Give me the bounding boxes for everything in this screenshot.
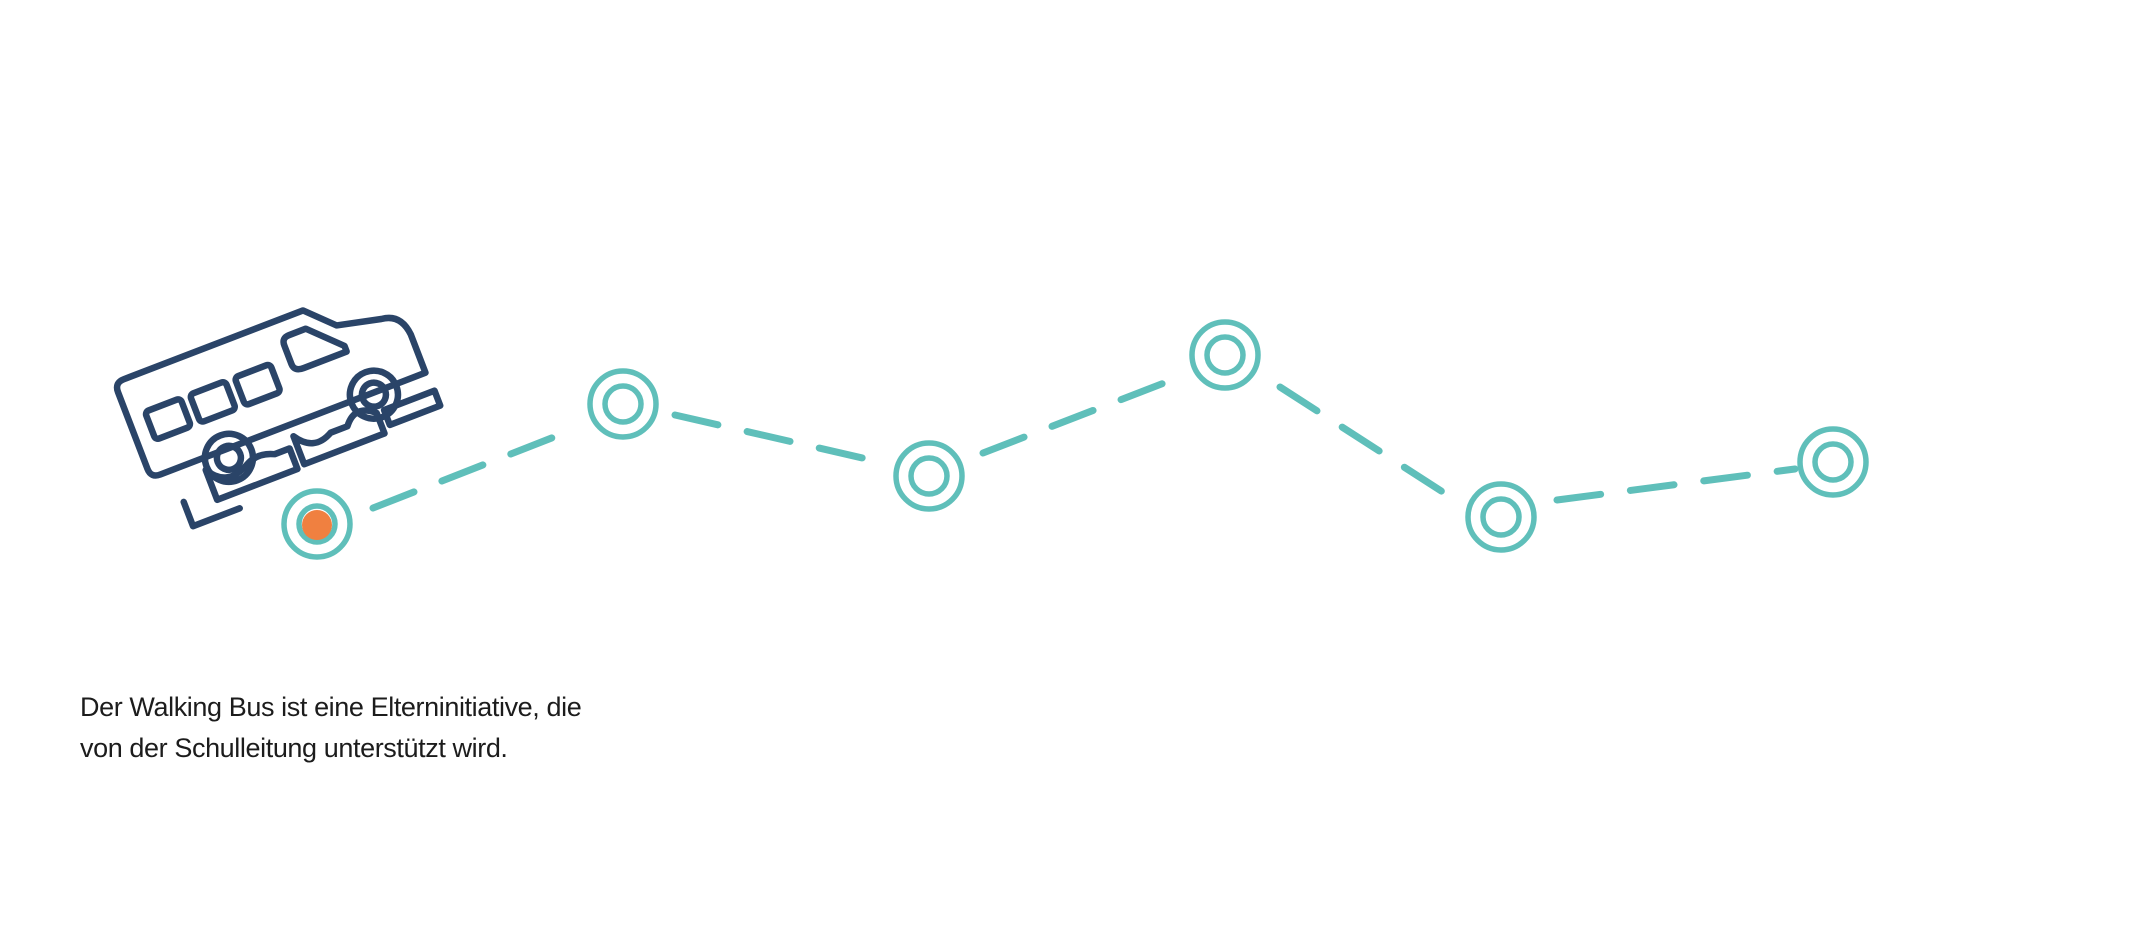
current-position-dot [302,510,332,540]
stop-ring-icon [587,368,659,440]
route-segment [671,411,884,466]
route-segment [1553,465,1799,504]
stop-ring-icon [1465,481,1537,553]
caption-line-2: von der Schulleitung unterstützt wird. [80,733,508,763]
caption-text: Der Walking Bus ist eine Elterninitiativ… [80,687,800,769]
stop-ring-icon [1797,426,1869,498]
route-path [369,374,1799,512]
stop-ring-icon [893,440,965,512]
stops [281,319,1869,560]
route-segment [369,426,576,512]
route-segment [979,374,1181,457]
route-segment [1276,383,1456,502]
bus-icon [113,307,444,530]
stop-ring-icon [1189,319,1261,391]
caption-line-1: Der Walking Bus ist eine Elterninitiativ… [80,692,582,722]
stop-ring-icon [281,488,353,560]
